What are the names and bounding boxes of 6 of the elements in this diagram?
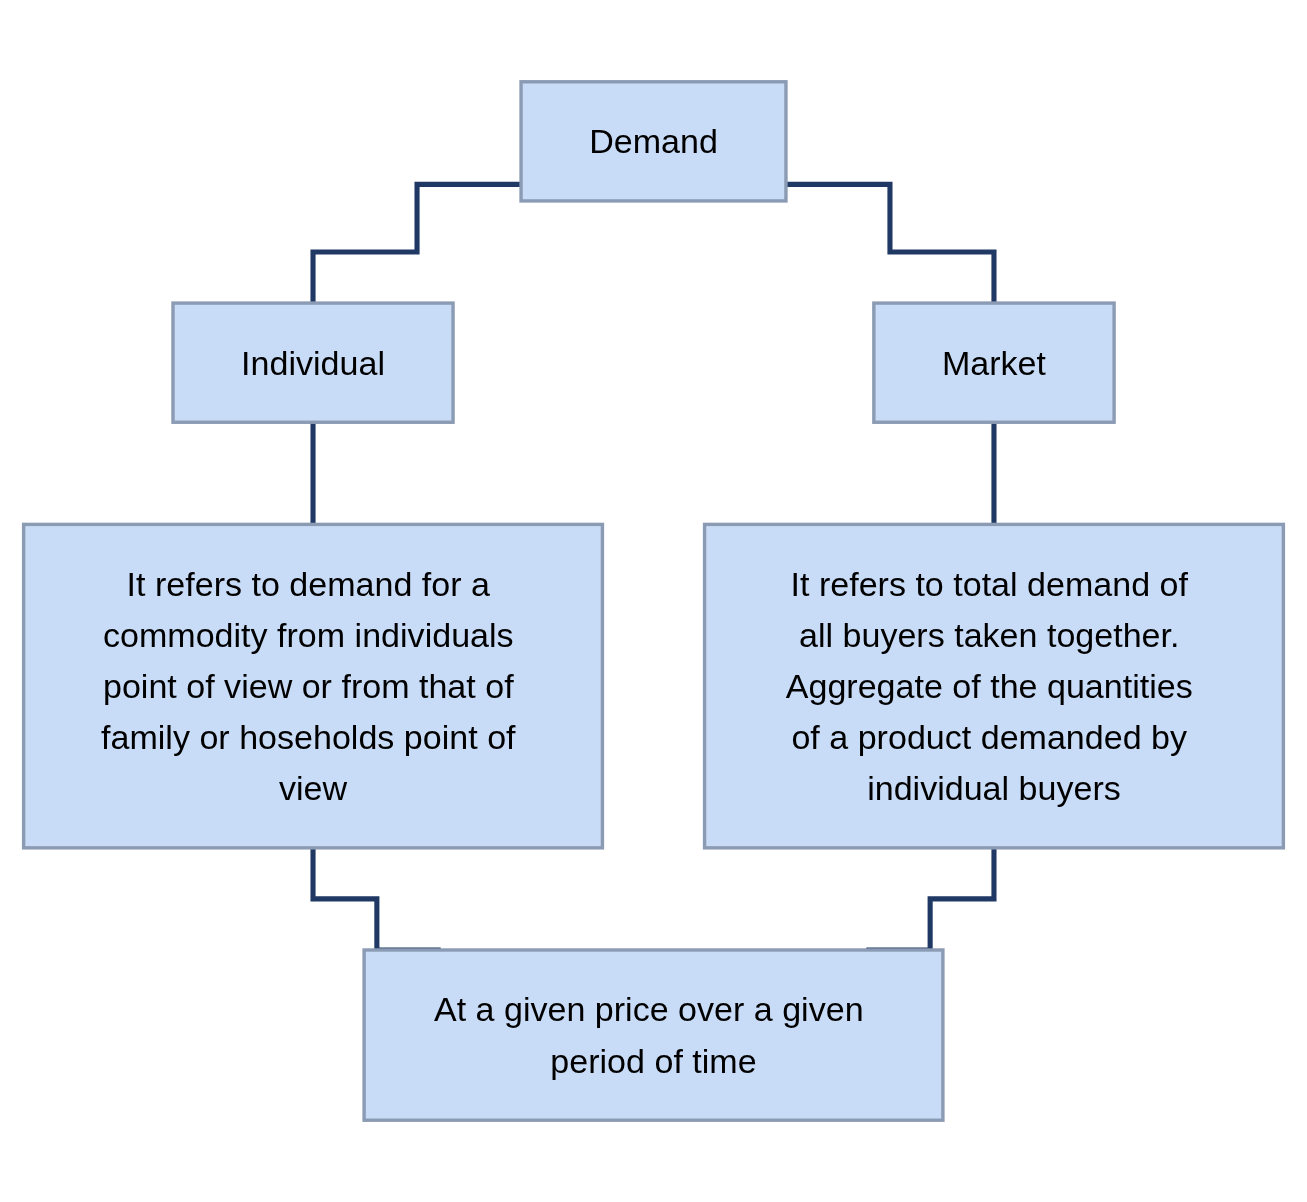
node-box: It refers to demand for a commodity from individuals point of view or from that of family or hoseholds point of view — [21, 522, 605, 850]
node-box: At a given price over a given period of time — [362, 948, 945, 1122]
node-box: Individual — [171, 301, 455, 424]
node-box: It refers to total demand of all buyers taken together. Aggregate of the quantities of a product demanded by individual buyers — [702, 522, 1286, 850]
node-box: Demand — [519, 80, 788, 203]
node-box: Market — [872, 301, 1116, 424]
